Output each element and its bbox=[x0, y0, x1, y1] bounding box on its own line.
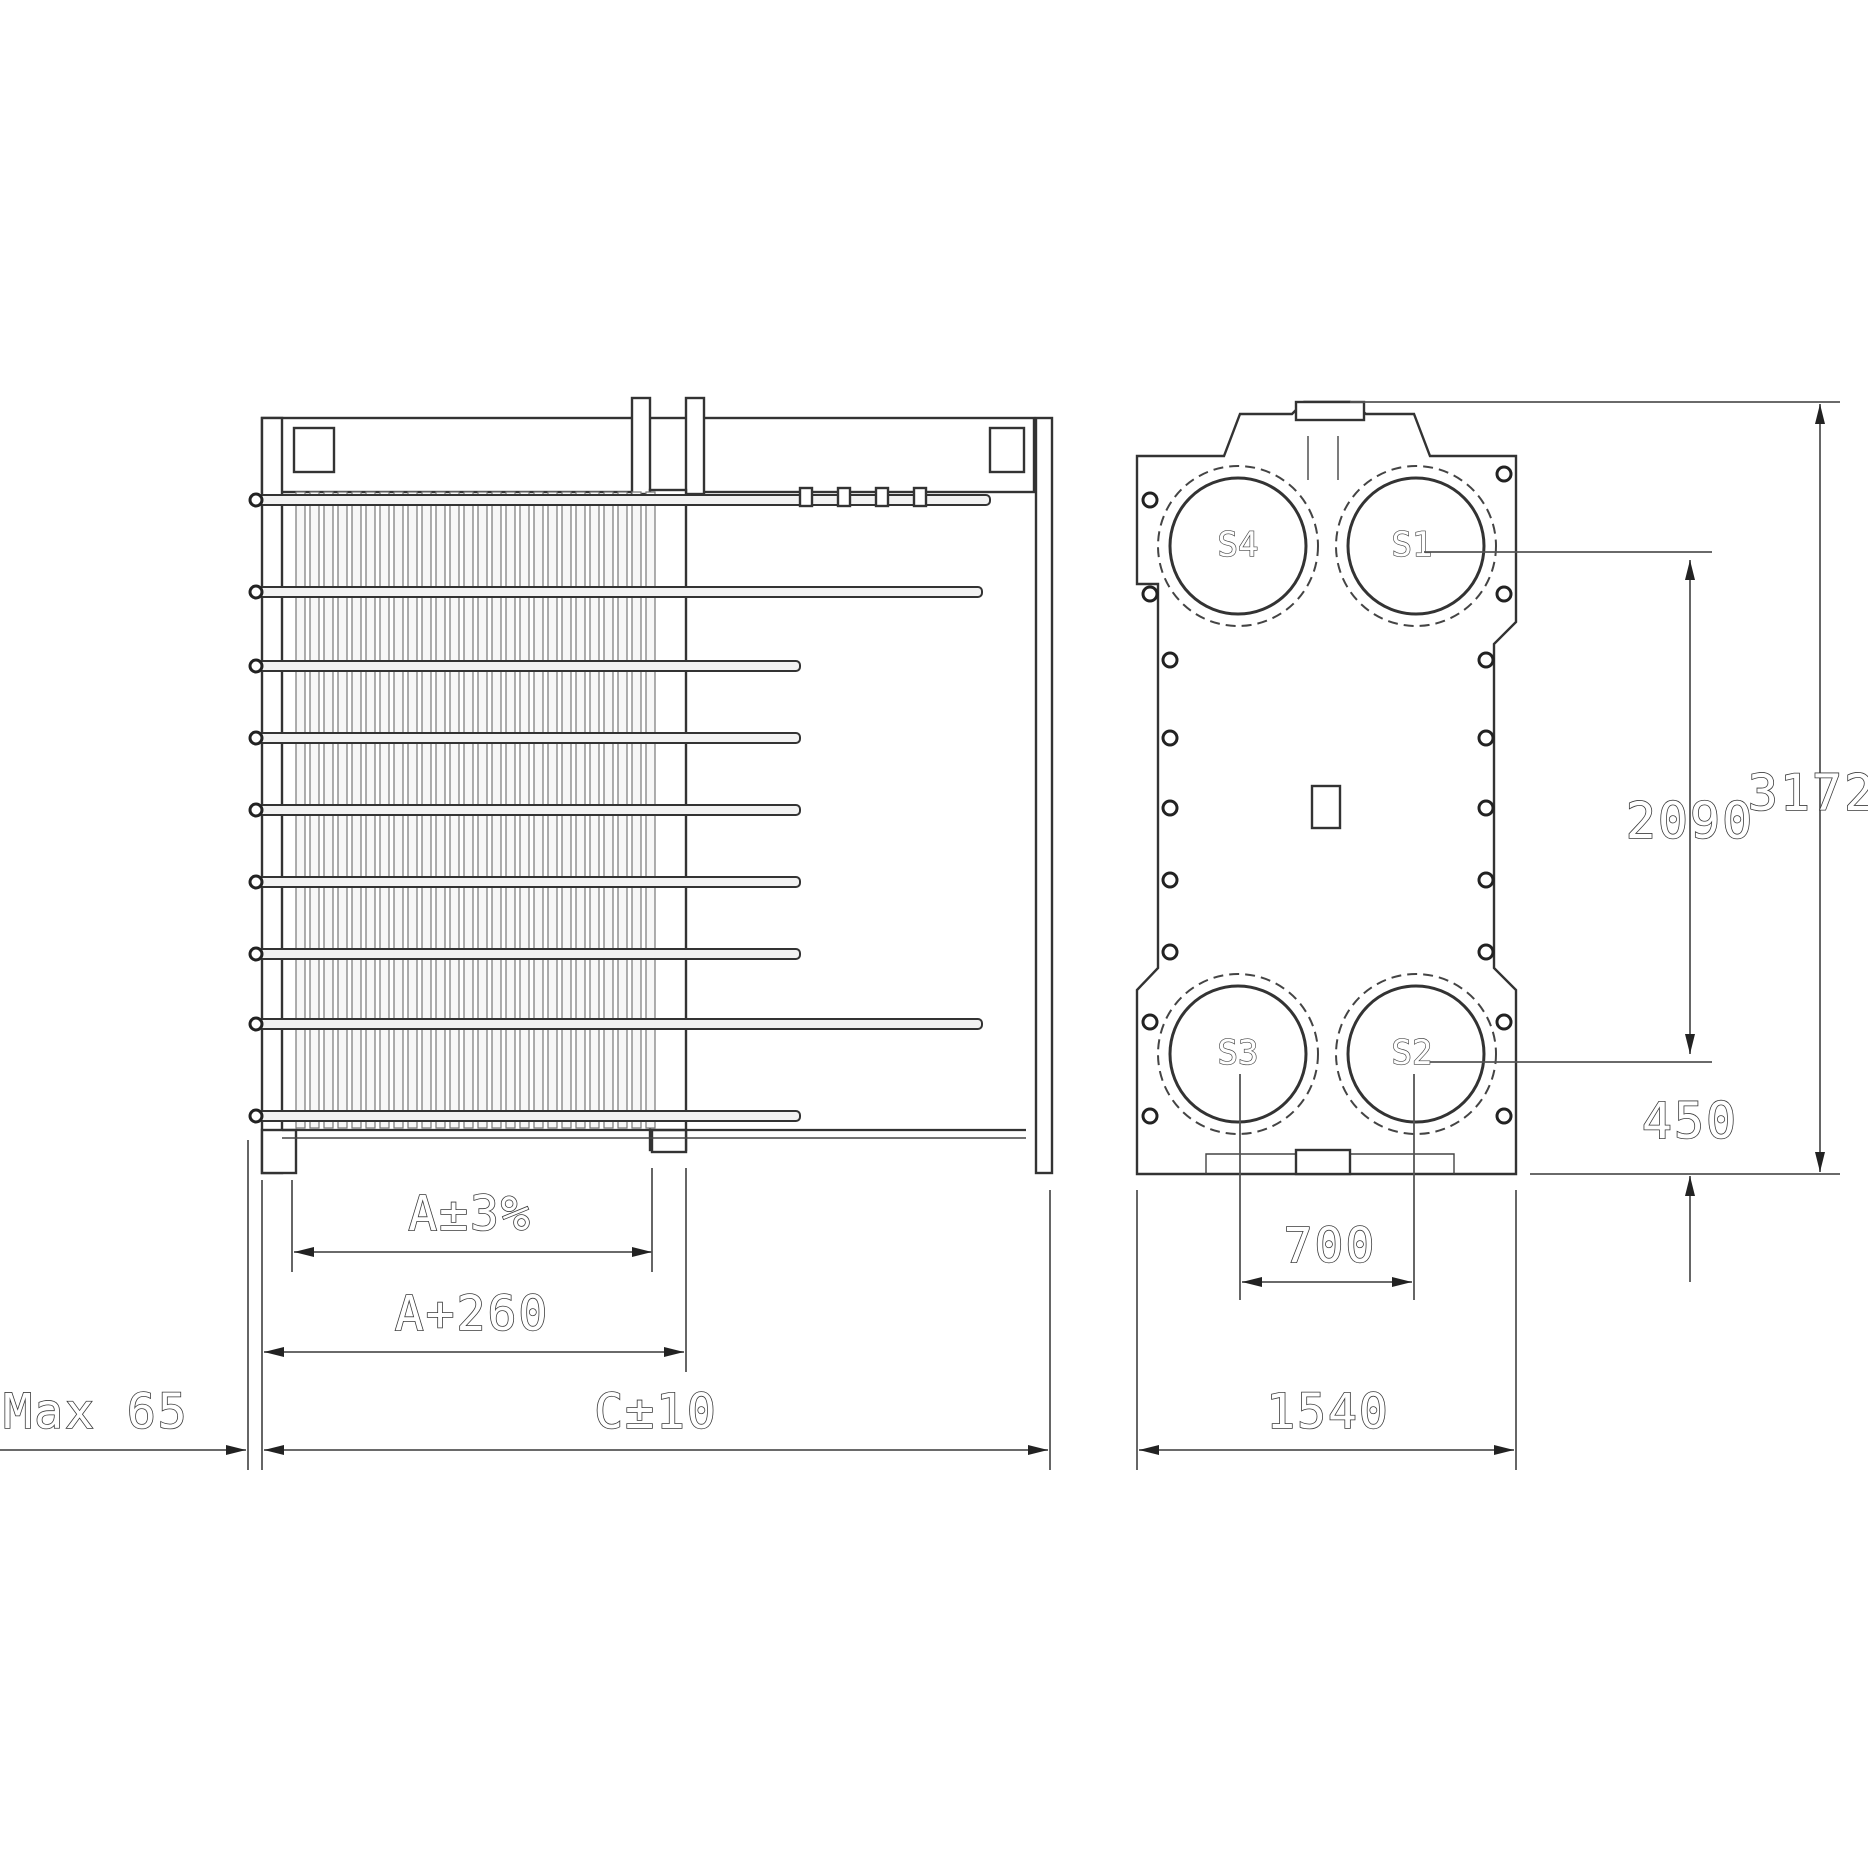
bolt-head bbox=[874, 486, 890, 508]
tie-bolt bbox=[1495, 585, 1513, 603]
fixed-frame-plate bbox=[260, 416, 284, 1175]
tie-rod bbox=[257, 660, 801, 672]
tie-rod-nut bbox=[248, 1108, 264, 1124]
fixed-frame-foot bbox=[260, 1128, 298, 1175]
tie-bolt bbox=[1141, 585, 1159, 603]
center-nameplate bbox=[1310, 784, 1342, 830]
tie-rod-nut bbox=[248, 584, 264, 600]
pressure-plate-post-left bbox=[630, 396, 652, 496]
bolt-head bbox=[798, 486, 814, 508]
plate-pack-dimension-label: A±3% bbox=[408, 1186, 532, 1242]
tie-rod-nut bbox=[248, 492, 264, 508]
tie-bolt bbox=[1141, 491, 1159, 509]
tie-rods bbox=[248, 492, 991, 1124]
bottom-guide-slot bbox=[1294, 1148, 1352, 1176]
tie-bolts bbox=[1141, 465, 1513, 1125]
port-s1: S1 bbox=[1335, 465, 1497, 627]
port-label-s4: S4 bbox=[1218, 525, 1259, 565]
front-view: S4 S1 S3 S2 2090 3172 450 bbox=[1135, 400, 1868, 1470]
port-s4: S4 bbox=[1157, 465, 1319, 627]
tie-bolt bbox=[1477, 799, 1495, 817]
top-beam-left-block bbox=[292, 426, 336, 474]
tie-bolt bbox=[1161, 799, 1179, 817]
bolt-head bbox=[836, 486, 852, 508]
port-horizontal-spacing-label: 700 bbox=[1284, 1218, 1377, 1274]
overall-length-dimension-label: C±10 bbox=[594, 1384, 718, 1440]
top-guide-slot bbox=[1294, 400, 1366, 422]
port-label-s3: S3 bbox=[1218, 1033, 1259, 1073]
port-s3: S3 bbox=[1157, 973, 1319, 1135]
tie-bolt bbox=[1477, 729, 1495, 747]
tie-rod-nut bbox=[248, 1016, 264, 1032]
support-column bbox=[1034, 416, 1054, 1175]
port-label-s1: S1 bbox=[1392, 525, 1433, 565]
frame-width-label: 1540 bbox=[1266, 1384, 1390, 1440]
top-bolt-heads bbox=[798, 486, 928, 508]
tie-rod bbox=[257, 586, 983, 598]
bottom-offset-label: 450 bbox=[1642, 1092, 1738, 1150]
tie-bolt bbox=[1477, 871, 1495, 889]
tie-rod bbox=[257, 1018, 983, 1030]
tie-rod-nut bbox=[248, 802, 264, 818]
pressure-plate-post-right bbox=[684, 396, 706, 496]
tie-bolt bbox=[1495, 465, 1513, 483]
total-height-label: 3172 bbox=[1748, 764, 1868, 822]
tie-rod-nut bbox=[248, 874, 264, 890]
tie-bolt bbox=[1477, 651, 1495, 669]
tie-rod bbox=[257, 876, 801, 888]
tie-bolt bbox=[1161, 871, 1179, 889]
tie-bolt bbox=[1161, 651, 1179, 669]
tie-rod-nut bbox=[248, 658, 264, 674]
max-projection-dimension-label: Max 65 bbox=[3, 1384, 188, 1440]
tie-rod bbox=[257, 1110, 801, 1122]
tie-bolt bbox=[1161, 943, 1179, 961]
port-vertical-spacing-label: 2090 bbox=[1626, 792, 1754, 850]
tie-rod-nut bbox=[248, 730, 264, 746]
tie-bolt bbox=[1477, 943, 1495, 961]
tie-rod-nut bbox=[248, 946, 264, 962]
tie-rod bbox=[257, 732, 801, 744]
tie-bolt bbox=[1495, 1013, 1513, 1031]
tie-rod bbox=[257, 804, 801, 816]
bolt-head bbox=[912, 486, 928, 508]
tie-bolt bbox=[1495, 1107, 1513, 1125]
tie-bolt bbox=[1141, 1107, 1159, 1125]
pressure-plate-foot bbox=[650, 1128, 688, 1154]
top-beam-right-block bbox=[988, 426, 1026, 474]
tie-bolt bbox=[1161, 729, 1179, 747]
port-label-s2: S2 bbox=[1392, 1033, 1433, 1073]
tie-bolt bbox=[1141, 1013, 1159, 1031]
tie-rod bbox=[257, 948, 801, 960]
side-view: A±3% A+260 C±10 Max 65 bbox=[0, 396, 1054, 1470]
frame-opening-dimension-label: A+260 bbox=[395, 1286, 550, 1342]
port-s2: S2 bbox=[1335, 973, 1497, 1135]
